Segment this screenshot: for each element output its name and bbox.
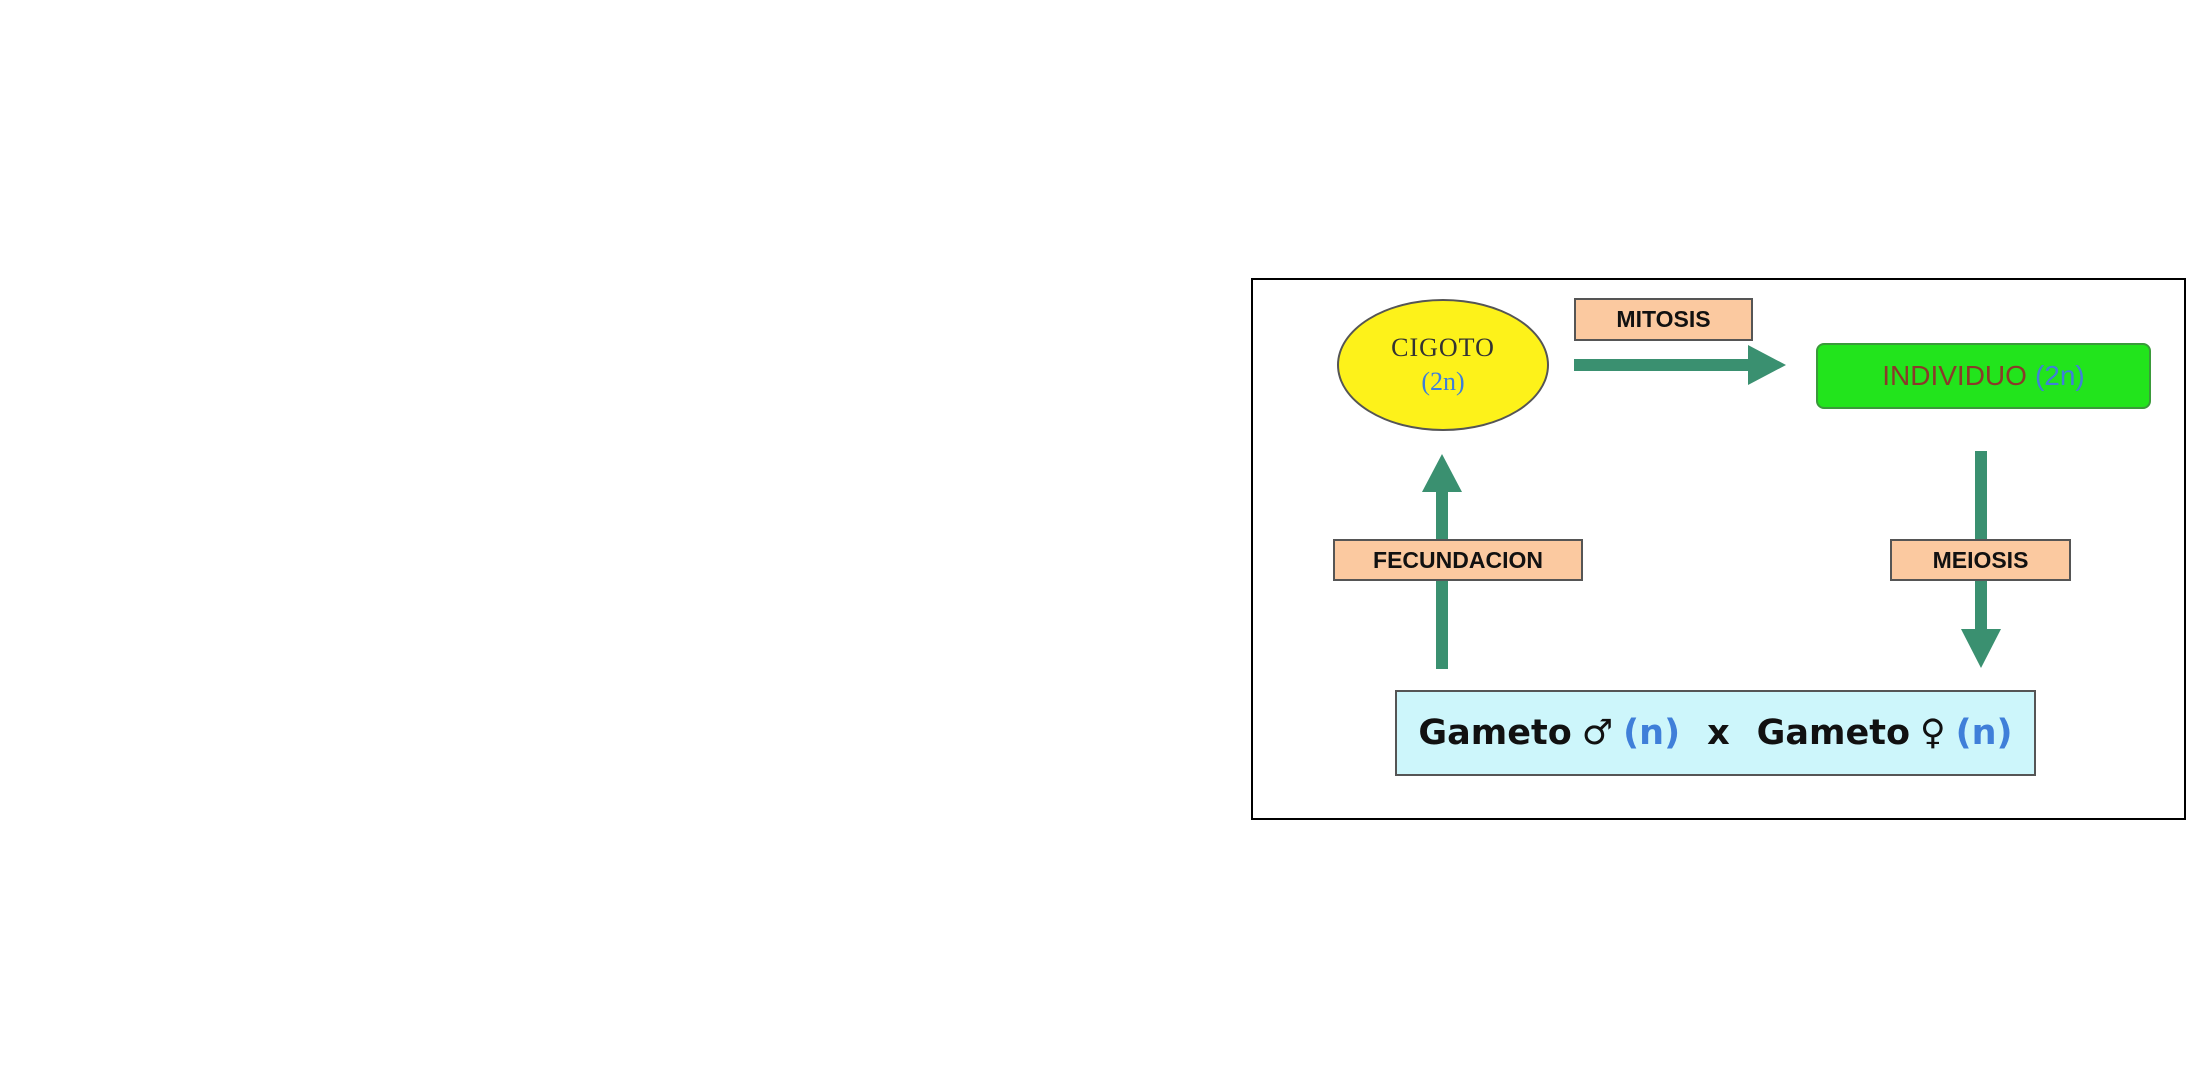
individuo-ploidy: (2n): [2034, 360, 2085, 391]
female-symbol-icon: ♀: [1920, 713, 1946, 753]
fecundacion-label: FECUNDACION: [1333, 539, 1583, 581]
female-gamete-label: Gameto: [1756, 713, 1910, 753]
mitosis-label: MITOSIS: [1574, 298, 1753, 341]
cross-symbol: x: [1707, 713, 1730, 753]
cigoto-ploidy: (2n): [1421, 367, 1465, 396]
cigoto-label: CIGOTO: [1391, 333, 1495, 362]
arrow-mitosis: [1574, 345, 1786, 385]
male-gamete-label: Gameto: [1418, 713, 1572, 753]
individuo-node: INDIVIDUO (2n): [1816, 343, 2151, 409]
male-symbol-icon: ♂: [1581, 713, 1614, 753]
male-ploidy: (n): [1623, 713, 1681, 753]
meiosis-label: MEIOSIS: [1890, 539, 2071, 581]
individuo-label: INDIVIDUO: [1882, 360, 2027, 391]
female-ploidy: (n): [1955, 713, 2013, 753]
gametes-node: Gameto ♂ (n) x Gameto ♀ (n): [1395, 690, 2036, 776]
cigoto-node: CIGOTO (2n): [1337, 299, 1549, 431]
